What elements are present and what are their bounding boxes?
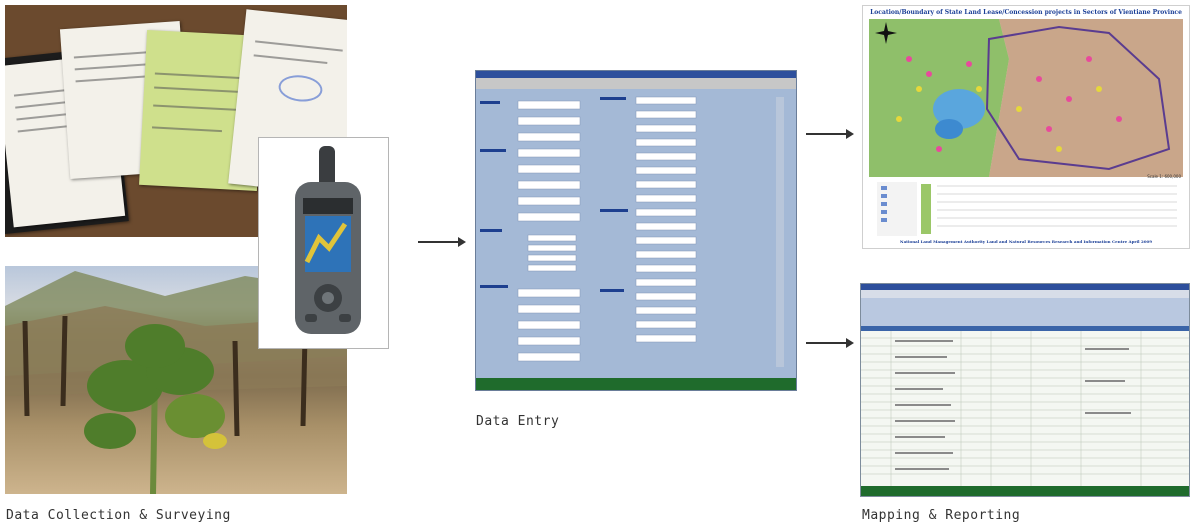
caption-data-collection: Data Collection & Surveying — [6, 508, 231, 523]
data-entry-form-screenshot — [475, 70, 797, 391]
map-title: Location/Boundary of State Land Lease/Co… — [870, 9, 1182, 16]
spreadsheet-rows — [861, 326, 1189, 486]
report-spreadsheet-screenshot — [860, 283, 1190, 497]
arrow-right-icon — [418, 237, 466, 247]
map-footer: National Land Management Authority Land … — [899, 239, 1153, 244]
map-area — [869, 19, 1183, 177]
caption-data-entry: Data Entry — [476, 414, 560, 429]
province-map: Location/Boundary of State Land Lease/Co… — [862, 5, 1190, 249]
caption-mapping-reporting: Mapping & Reporting — [862, 508, 1021, 523]
map-legend-table — [877, 182, 1177, 236]
gps-device-illustration — [295, 146, 361, 334]
arrow-right-icon — [806, 129, 854, 139]
gps-device-photo — [258, 137, 389, 349]
form-fields-illustration — [480, 96, 784, 367]
arrow-right-icon — [806, 338, 854, 348]
map-scale: Scale 1: 600,000 — [1147, 174, 1181, 179]
compass-rose-icon — [875, 22, 897, 44]
